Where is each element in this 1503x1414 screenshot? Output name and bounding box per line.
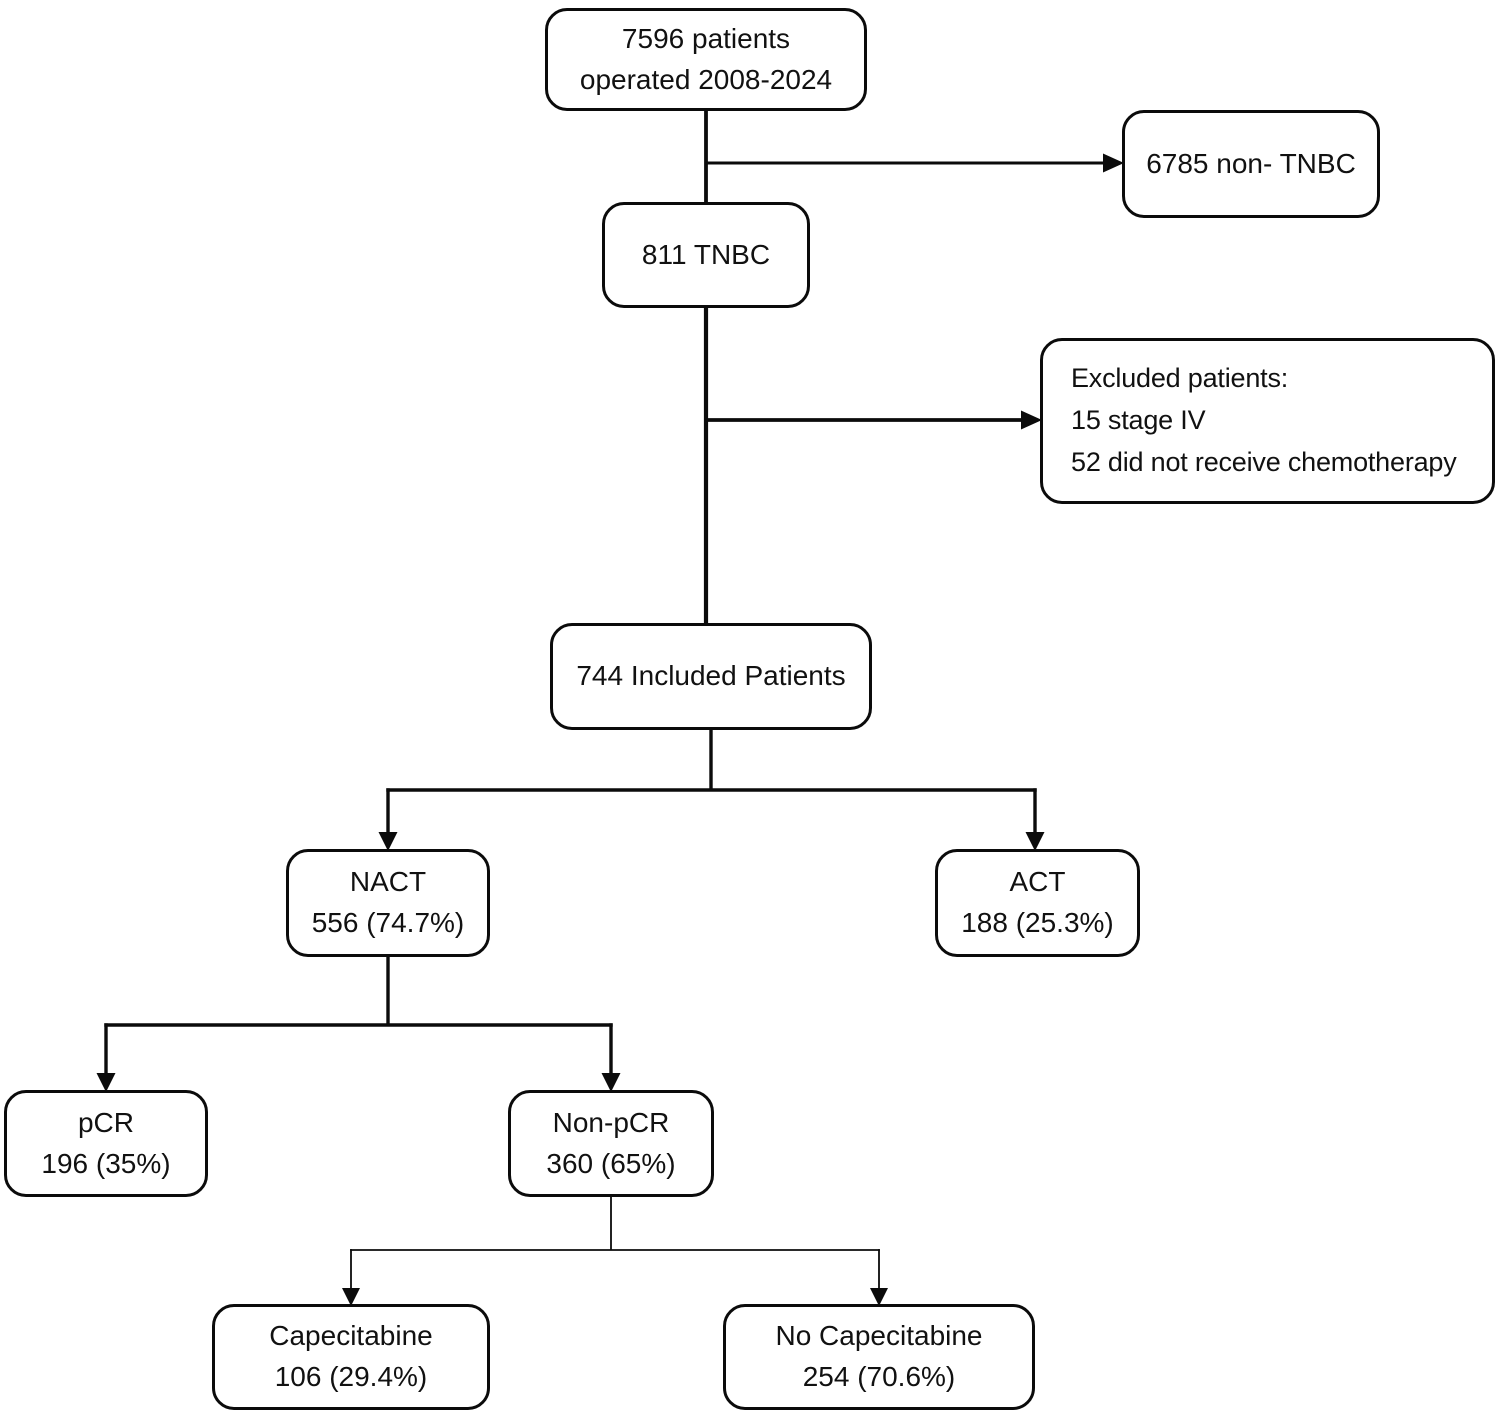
node-text: 52 did not receive chemotherapy xyxy=(1071,446,1457,477)
edge-included-split xyxy=(378,728,1045,851)
arrowhead-down-act xyxy=(1025,832,1045,851)
node-text: pCR xyxy=(77,1106,134,1138)
node-act: ACT 188 (25.3%) xyxy=(935,849,1140,957)
arrowhead-down-no-capecitabine xyxy=(870,1288,888,1306)
node-non-tnbc: 6785 non- TNBC xyxy=(1122,110,1380,218)
node-tnbc: 811 TNBC xyxy=(602,202,810,308)
edge-nact-split xyxy=(96,955,621,1092)
arrowhead-down-pcr xyxy=(96,1073,116,1092)
edge-tnbc-to-excluded xyxy=(706,410,1042,430)
node-text: 556 (74.7%) xyxy=(311,907,465,938)
node-text: 188 (25.3%) xyxy=(961,907,1114,938)
node-text: Non-pCR xyxy=(552,1106,670,1138)
node-text: ACT xyxy=(1009,866,1066,898)
node-text: operated 2008-2024 xyxy=(579,63,833,95)
arrowhead-down-nact xyxy=(378,832,398,851)
node-text: 744 Included Patients xyxy=(576,660,846,692)
node-text: 6785 non- TNBC xyxy=(1146,147,1356,179)
node-excluded-patients: Excluded patients: 15 stage IV 52 did no… xyxy=(1040,338,1495,504)
node-text: 254 (70.6%) xyxy=(802,1361,956,1392)
node-pcr: pCR 196 (35%) xyxy=(4,1090,208,1197)
node-text: 811 TNBC xyxy=(641,238,771,270)
node-included-patients: 744 Included Patients xyxy=(550,623,872,730)
node-operated-patients: 7596 patients operated 2008-2024 xyxy=(545,8,867,111)
node-non-pcr: Non-pCR 360 (65%) xyxy=(508,1090,714,1197)
node-capecitabine: Capecitabine 106 (29.4%) xyxy=(212,1304,490,1410)
node-text: 196 (35%) xyxy=(41,1147,171,1179)
edge-operated-to-non-tnbc xyxy=(706,153,1124,173)
node-text: Capecitabine xyxy=(269,1320,433,1352)
node-text: 106 (29.4%) xyxy=(274,1361,428,1392)
arrowhead-down-non-pcr xyxy=(601,1073,621,1092)
node-text: 15 stage IV xyxy=(1071,405,1206,436)
edge-non-pcr-split xyxy=(342,1195,888,1306)
node-text: NACT xyxy=(349,866,427,898)
arrowhead-down-capecitabine xyxy=(342,1288,360,1306)
node-no-capecitabine: No Capecitabine 254 (70.6%) xyxy=(723,1304,1035,1410)
node-text: No Capecitabine xyxy=(775,1320,983,1352)
node-nact: NACT 556 (74.7%) xyxy=(286,849,490,957)
node-text: 7596 patients xyxy=(621,22,791,54)
node-text: Excluded patients: xyxy=(1071,363,1289,394)
arrowhead-right-excluded xyxy=(1021,410,1042,430)
node-text: 360 (65%) xyxy=(546,1147,676,1179)
arrowhead-right-non-tnbc xyxy=(1103,153,1124,173)
